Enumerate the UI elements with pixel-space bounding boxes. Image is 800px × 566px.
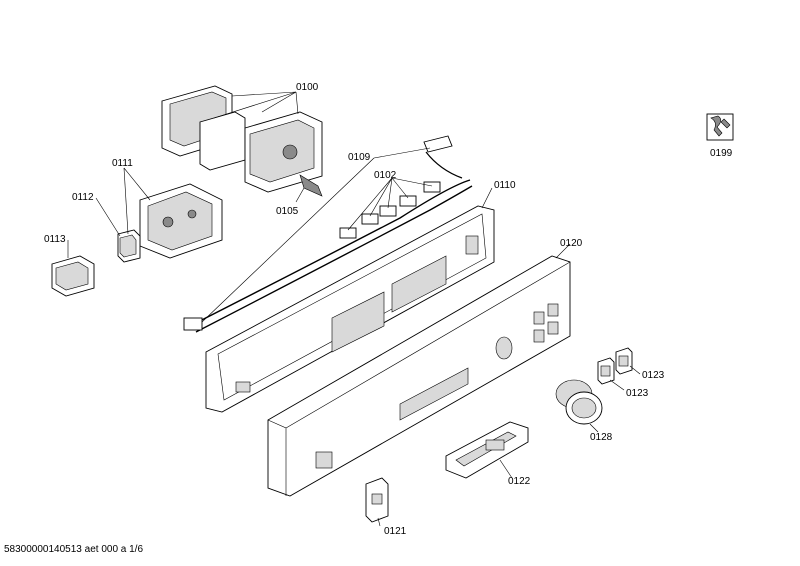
program-selector-part bbox=[139, 183, 223, 259]
part-label-0110: 0110 bbox=[494, 180, 516, 191]
document-reference: 58300000140513 aet 000 a 1/6 bbox=[4, 544, 144, 555]
part-label-0111: 0111 bbox=[112, 158, 133, 169]
wrench-service-icon bbox=[706, 113, 734, 141]
part-label-0199: 0199 bbox=[710, 148, 733, 159]
part-label-0112: 0112 bbox=[72, 192, 94, 203]
part-label-0122: 0122 bbox=[508, 476, 531, 487]
part-label-0109: 0109 bbox=[348, 152, 371, 163]
part-label-0128: 0128 bbox=[590, 432, 613, 443]
power-module-part bbox=[161, 85, 323, 197]
control-panel-frame-part bbox=[205, 205, 495, 413]
part-label-0121: 0121 bbox=[384, 526, 407, 537]
handle-part bbox=[445, 421, 529, 479]
leader-lines bbox=[67, 91, 641, 527]
part-label-0120: 0120 bbox=[560, 238, 583, 249]
part-label-0113: 0113 bbox=[44, 234, 66, 245]
cable-connectors-part bbox=[339, 181, 441, 239]
part-label-0123-upper: 0123 bbox=[642, 370, 665, 381]
switch-cap-part-2 bbox=[615, 347, 633, 375]
part-label-0123-lower: 0123 bbox=[626, 388, 649, 399]
part-label-0105: 0105 bbox=[276, 206, 299, 217]
terminal-block-part bbox=[51, 255, 95, 297]
part-label-0100: 0100 bbox=[296, 82, 319, 93]
knob-part bbox=[555, 379, 603, 425]
latch-part bbox=[365, 477, 389, 523]
interference-filter-part bbox=[117, 229, 141, 263]
part-label-0102: 0102 bbox=[374, 170, 397, 181]
front-panel-part bbox=[267, 255, 571, 497]
switch-cap-part-1 bbox=[597, 357, 615, 385]
